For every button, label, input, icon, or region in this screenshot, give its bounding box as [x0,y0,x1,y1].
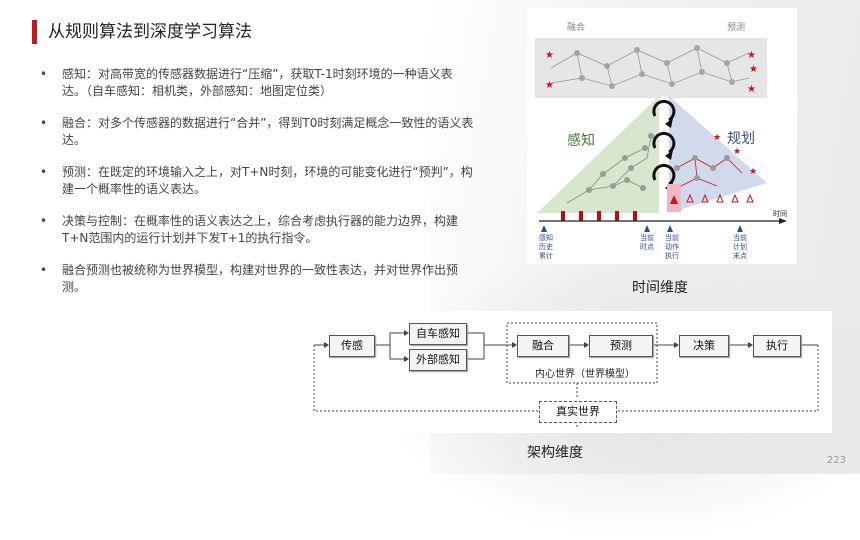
bullet-item: • 决策与控制：在概率性的语义表达之上，综合考虑执行器的能力边界，构建T+N范围内… [36,213,476,247]
current-action-marker [670,195,678,204]
ego-perception-node: 自车感知 [409,323,467,345]
band-network-nodes [574,45,735,89]
inner-world-label: 内心世界（世界模型） [535,369,635,380]
svg-text:感知: 感知 [539,233,553,242]
svg-text:末点: 末点 [733,251,747,260]
bullet-dot: • [40,263,48,277]
svg-text:★: ★ [749,64,758,75]
loop-arrows [652,99,676,186]
prediction-label: 预测 [727,22,745,33]
title-accent-bar [32,20,37,44]
perception-region [537,96,659,213]
axis-tick-markers [541,225,743,232]
time-dimension-caption: 时间维度 [632,280,688,296]
bullet-text: 决策与控制：在概率性的语义表达之上，综合考虑执行器的能力边界，构建T+N范围内的… [62,214,459,245]
time-diagram-svg: 融合 预测 ★ ★ ★ ★ ★ 感知 规划 [535,21,787,260]
planning-stars: ★ ★ ★ [713,133,757,177]
present-divider [661,96,667,213]
bullet-dot: • [40,67,48,81]
svg-text:历史: 历史 [539,242,553,251]
bullet-item: • 感知：对高带宽的传感器数据进行“压缩”，获取T-1时刻环境的一种语义表达。（自… [36,66,476,100]
svg-text:动作: 动作 [665,242,679,251]
time-axis-arrowhead [779,218,787,224]
bullet-text: 融合：对多个传感器的数据进行“合并”，得到T0时刻满足概念一致性的语义表达。 [62,116,474,147]
page-title: 从规则算法到深度学习算法 [48,22,252,42]
svg-text:当前: 当前 [640,233,654,242]
decision-node: 决策 [679,335,729,357]
bullet-text: 融合预测也被统称为世界模型，构建对世界的一致性表达，并对世界作出预测。 [62,263,459,294]
execution-node: 执行 [753,335,801,357]
fusion-node: 融合 [517,335,569,357]
bullet-text: 预测：在既定的环境输入之上，对T+N时刻，环境的可能变化进行“预判”，构建一个概… [62,165,473,196]
fusion-prediction-band [535,38,767,98]
bullet-item: • 预测：在既定的环境输入之上，对T+N时刻，环境的可能变化进行“预判”，构建一个… [36,164,476,198]
band-network-edges [550,47,750,87]
band-stars: ★ ★ ★ ★ ★ [545,50,758,95]
time-dimension-diagram: 融合 预测 ★ ★ ★ ★ ★ 感知 规划 [527,8,797,264]
architecture-dimension-caption: 架构维度 [527,445,583,461]
bullet-dot: • [40,116,48,130]
page-number: 223 [826,455,846,466]
svg-text:★: ★ [713,133,721,143]
svg-text:★: ★ [747,84,756,95]
bullet-item: • 融合预测也被统称为世界模型，构建对世界的一致性表达，并对世界作出预测。 [36,262,476,296]
planning-network-nodes [674,155,730,191]
svg-text:执行: 执行 [665,251,679,260]
sensor-node: 传感 [329,335,375,357]
past-markers [561,211,637,221]
bullet-dot: • [40,165,48,179]
fusion-label: 融合 [567,21,585,33]
time-axis-label: 时间 [773,209,787,218]
bullet-item: • 融合：对多个传感器的数据进行“合并”，得到T0时刻满足概念一致性的语义表达。 [36,115,476,149]
planning-region [669,96,767,213]
prediction-node: 预测 [589,335,653,357]
real-world-node: 真实世界 [539,401,617,423]
architecture-diagram: 传感 自车感知 外部感知 融合 预测 内心世界（世界模型） 决策 执行 真实世界 [306,311,832,433]
svg-text:★: ★ [545,80,554,91]
svg-text:★: ★ [545,50,554,61]
svg-text:★: ★ [733,147,741,157]
svg-text:计划: 计划 [733,242,747,251]
svg-text:时点: 时点 [640,242,654,251]
perception-label: 感知 [567,132,595,149]
svg-text:★: ★ [749,167,757,177]
svg-text:累计: 累计 [539,251,553,260]
axis-tick-labels: 感知 历史 累计 当前 时点 当前 动作 执行 当前 计划 末点 [539,233,747,260]
planning-label: 规划 [727,131,755,147]
bullet-dot: • [40,214,48,228]
external-perception-node: 外部感知 [409,349,467,371]
perception-network-nodes [586,133,654,193]
arch-connectors [313,322,819,429]
bullet-text: 感知：对高带宽的传感器数据进行“压缩”，获取T-1时刻环境的一种语义表达。（自车… [62,67,453,98]
future-triangles [686,193,754,203]
svg-text:当前: 当前 [733,233,747,242]
bullet-list: • 感知：对高带宽的传感器数据进行“压缩”，获取T-1时刻环境的一种语义表达。（自… [36,66,476,311]
svg-text:★: ★ [747,50,756,61]
svg-text:当前: 当前 [665,233,679,242]
